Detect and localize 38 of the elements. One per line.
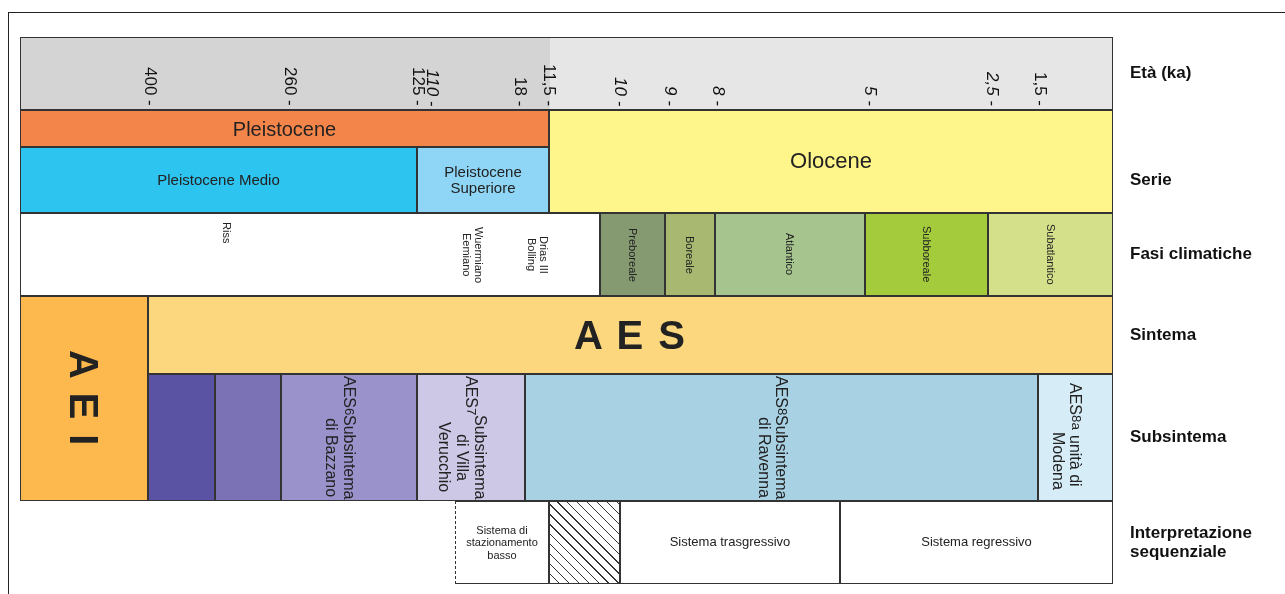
row-heading: Età (ka) bbox=[1130, 62, 1193, 85]
tick-label: 125 - bbox=[408, 67, 428, 106]
row-heading: Sintema bbox=[1130, 323, 1198, 346]
climate-phase-band: Subboreale bbox=[865, 213, 988, 296]
tick-label: 10 - bbox=[610, 76, 630, 106]
row-heading: Fasi climatiche bbox=[1130, 243, 1253, 266]
tick-label: 400 - bbox=[140, 67, 160, 106]
climate-phase-band: Subatlantico bbox=[988, 213, 1113, 296]
climate-phase-band: Preboreale bbox=[600, 213, 665, 296]
climate-phase-band: Boreale bbox=[665, 213, 715, 296]
row-heading: Subsintema bbox=[1130, 426, 1228, 449]
tick-label: 9 - bbox=[660, 86, 680, 106]
epoch-band: Pleistocene bbox=[20, 110, 549, 147]
system-band: A E S bbox=[148, 296, 1113, 374]
row-heading: Serie bbox=[1130, 168, 1173, 191]
climate-phase-band bbox=[20, 213, 600, 296]
epoch-band: Olocene bbox=[549, 110, 1113, 213]
phase-label: Riss bbox=[221, 222, 234, 244]
tick-label: 11,5 - bbox=[539, 63, 559, 106]
sequence-cell: Sistema trasgressivo bbox=[620, 501, 840, 584]
sequence-cell: Sistema di stazionamento basso bbox=[455, 501, 549, 584]
phase-label: Wuermiano Eemiano bbox=[461, 225, 486, 285]
epoch-band: Pleistocene Medio bbox=[20, 147, 417, 213]
climate-phase-band: Atlantico bbox=[715, 213, 865, 296]
tick-label: 5 - bbox=[860, 86, 880, 106]
phase-label: Drias III Bolling bbox=[526, 235, 551, 276]
sequence-cell: Sistema regressivo bbox=[840, 501, 1113, 584]
row-heading: Interpretazione sequenziale bbox=[1130, 521, 1253, 563]
tick-label: 8 - bbox=[708, 86, 728, 106]
subsystem-band bbox=[215, 374, 281, 501]
system-band: A E I bbox=[20, 296, 148, 501]
tick-label: 18 - bbox=[510, 76, 530, 106]
tick-label: 2,5 - bbox=[982, 71, 1002, 106]
subsystem-band bbox=[148, 374, 215, 501]
tick-label: 260 - bbox=[280, 67, 300, 106]
epoch-band: Pleistocene Superiore bbox=[417, 147, 549, 213]
tick-label: 1,5 - bbox=[1030, 71, 1050, 106]
hatched-cell bbox=[549, 501, 620, 584]
